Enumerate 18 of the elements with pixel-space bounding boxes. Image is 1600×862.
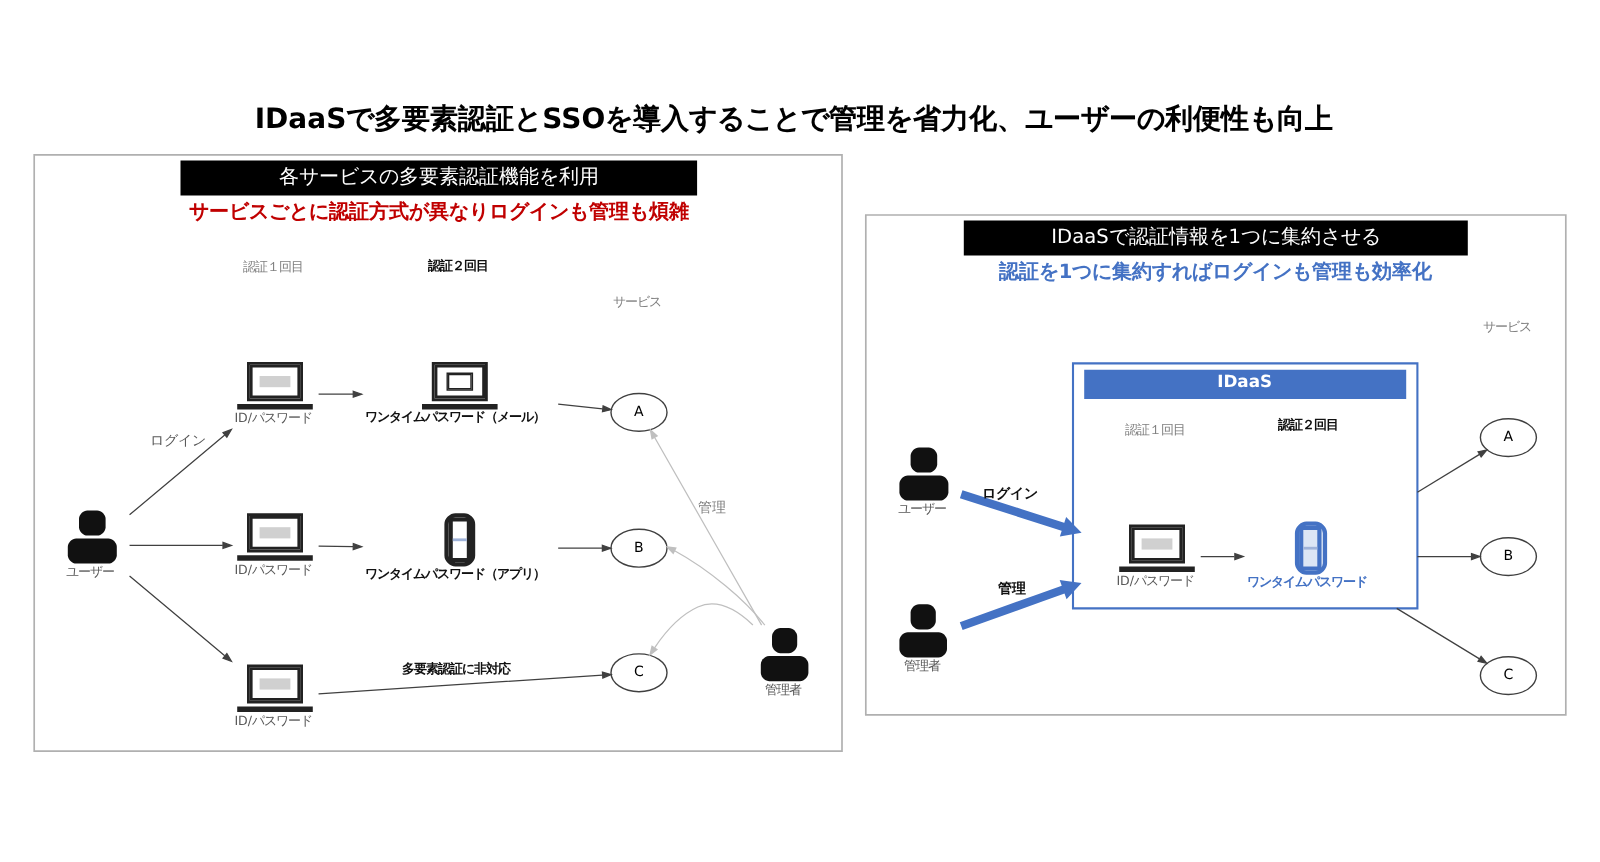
arrow — [665, 545, 766, 625]
arrow — [317, 670, 613, 694]
arrow — [1200, 551, 1246, 560]
arrow — [318, 541, 364, 550]
arrow — [557, 402, 614, 412]
arrow — [128, 427, 233, 515]
arrow — [1416, 551, 1482, 560]
arrow — [959, 489, 1082, 536]
diagram-title: IDaaSで多要素認証とSSOを導入することで管理を省力化、ユーザーの利便性も向上 — [254, 103, 1334, 136]
arrow — [1416, 447, 1489, 492]
arrow — [128, 540, 234, 549]
arrow — [318, 389, 364, 398]
arrow — [648, 602, 754, 656]
arrow — [557, 543, 613, 552]
arrow — [1396, 606, 1489, 664]
arrow — [649, 427, 763, 625]
arrow — [959, 579, 1082, 630]
arrow — [128, 574, 233, 662]
